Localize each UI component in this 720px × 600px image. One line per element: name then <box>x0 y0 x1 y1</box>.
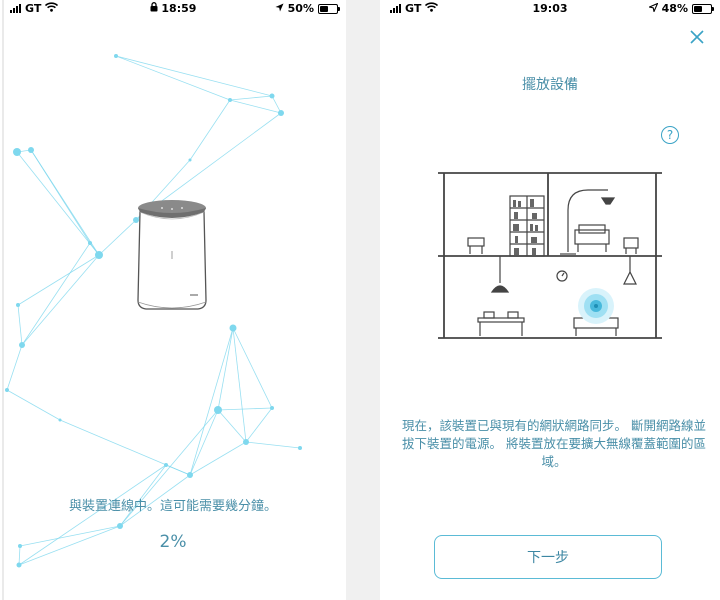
close-icon <box>690 30 704 44</box>
network-link <box>232 327 273 409</box>
network-link <box>189 99 231 161</box>
status-time: 18:59 <box>161 2 197 15</box>
signal-icon <box>10 4 21 13</box>
network-link <box>18 545 21 566</box>
network-node <box>228 98 232 102</box>
location-arrow-icon <box>647 2 659 15</box>
status-bar: GT 18:59 50% <box>0 0 346 16</box>
network-link <box>115 55 231 101</box>
carrier-label: GT <box>25 2 42 15</box>
battery-percent: 50% <box>287 2 314 15</box>
network-node <box>5 388 9 392</box>
router-device-image <box>137 200 207 310</box>
network-node <box>117 523 123 529</box>
network-link <box>115 55 273 97</box>
network-node <box>95 251 103 259</box>
network-node <box>88 241 92 245</box>
network-node <box>28 147 34 153</box>
progress-percent: 2% <box>159 532 187 552</box>
network-link <box>19 525 121 547</box>
status-time: 19:03 <box>532 2 568 15</box>
network-node <box>270 406 274 410</box>
network-node <box>19 342 25 348</box>
network-link <box>18 525 121 566</box>
network-link <box>59 419 191 476</box>
network-node <box>298 446 302 450</box>
help-button[interactable]: ? <box>661 126 679 144</box>
network-link <box>6 344 23 391</box>
help-icon: ? <box>666 128 674 142</box>
network-node <box>58 418 62 422</box>
next-button[interactable]: 下一步 <box>434 535 662 579</box>
network-node <box>278 110 284 116</box>
close-button[interactable] <box>686 26 708 48</box>
network-link <box>229 95 273 101</box>
battery-percent: 48% <box>661 2 688 15</box>
network-link <box>119 409 219 527</box>
network-node <box>16 303 20 307</box>
network-link <box>16 151 100 256</box>
network-node <box>188 158 192 162</box>
network-link <box>217 407 273 411</box>
carrier-label: GT <box>405 2 422 15</box>
connecting-message: 與裝置連線中。這可能需要幾分鐘。 <box>68 499 277 514</box>
network-link <box>98 219 137 256</box>
network-link <box>17 304 23 346</box>
connecting-screen: GT 18:59 50% 與裝置連線中。 <box>0 0 346 600</box>
status-bar: GT 19:03 48% <box>380 0 720 16</box>
network-link <box>30 149 100 256</box>
signal-icon <box>390 4 401 13</box>
wifi-icon <box>425 2 439 15</box>
network-link <box>229 99 282 114</box>
network-link <box>21 242 91 346</box>
network-link <box>271 95 282 114</box>
instructions-text: 現在，該裝置已與現有的網狀網路同步。 斷開網路線並拔下裝置的電源。 將裝置放在要… <box>402 418 706 469</box>
network-node <box>214 406 222 414</box>
network-node <box>114 54 118 58</box>
network-node <box>243 439 249 445</box>
place-device-screen: GT 19:03 48% 擺放設備 ? <box>380 0 720 600</box>
network-link <box>217 327 234 411</box>
network-link <box>189 327 234 476</box>
network-graphic <box>2 0 302 600</box>
network-node <box>18 544 22 548</box>
network-node <box>13 148 21 156</box>
network-node <box>133 217 139 223</box>
network-link <box>21 254 100 346</box>
lock-icon <box>150 2 162 15</box>
network-link <box>119 474 191 527</box>
network-node <box>164 463 168 467</box>
network-node <box>229 324 237 332</box>
page-title: 擺放設備 <box>522 77 578 93</box>
network-link <box>245 441 301 449</box>
battery-icon <box>318 3 340 14</box>
location-arrow-icon <box>275 2 284 15</box>
network-node <box>269 93 275 99</box>
network-node <box>187 472 193 478</box>
network-link <box>189 409 219 476</box>
network-node <box>16 562 22 568</box>
network-link <box>6 389 61 421</box>
network-link <box>217 409 247 443</box>
network-link <box>232 327 247 443</box>
network-link <box>17 254 100 306</box>
battery-icon <box>692 3 714 14</box>
house-placement-illustration <box>438 172 662 339</box>
network-link <box>245 407 273 443</box>
network-link <box>119 464 167 527</box>
screenshot-divider <box>346 0 380 600</box>
network-link <box>18 464 167 566</box>
network-link <box>189 441 247 476</box>
wifi-icon <box>45 2 59 15</box>
